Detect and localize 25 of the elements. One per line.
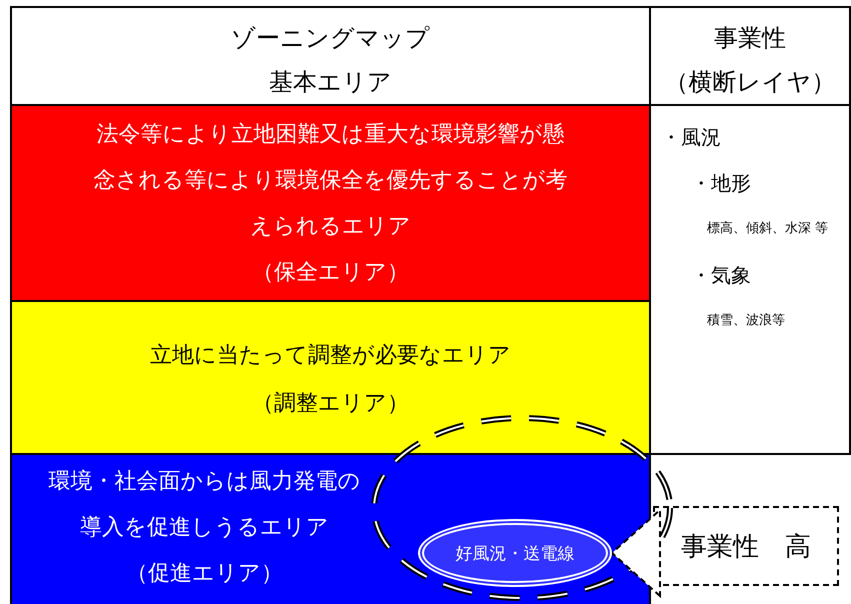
- callout-box: [653, 506, 839, 586]
- list-detail: 積雪、波浪等: [706, 312, 786, 330]
- area-description: 環境・社会面からは風力発電の導入を促進しうるエリア: [48, 468, 362, 542]
- callout-text: 事業性 高: [681, 530, 811, 564]
- area-description: 法令等により立地困難又は重大な環境影響が懸念される等により環境保全を優先することが考えられるエリア: [92, 121, 568, 241]
- area-cell: [10, 300, 651, 455]
- area-description: 立地に当たって調整が必要なエリア: [149, 342, 512, 370]
- list-item: ・気象: [690, 262, 752, 289]
- area-name: （促進エリア）: [125, 560, 284, 588]
- area-cell: [10, 104, 651, 302]
- header-cell: [649, 6, 851, 106]
- arrow: [611, 509, 661, 597]
- area-name: （保全エリア）: [251, 259, 410, 287]
- list-item: ・地形: [690, 170, 752, 197]
- ellipse-label: 好風況・送電線: [456, 542, 574, 564]
- list-item: ・風況: [661, 124, 722, 151]
- header-cell: [10, 6, 651, 106]
- header-text: 事業性: [713, 23, 787, 54]
- header-text: ゾーニングマップ: [230, 23, 431, 54]
- area-cell: [10, 453, 651, 604]
- area-name: （調整エリア）: [251, 390, 410, 418]
- list-detail: 標高、傾斜、水深 等: [706, 220, 830, 238]
- layer-list-cell: [649, 104, 851, 455]
- header-text: 基本エリア: [268, 67, 393, 98]
- header-text: （横断レイヤ）: [664, 67, 836, 98]
